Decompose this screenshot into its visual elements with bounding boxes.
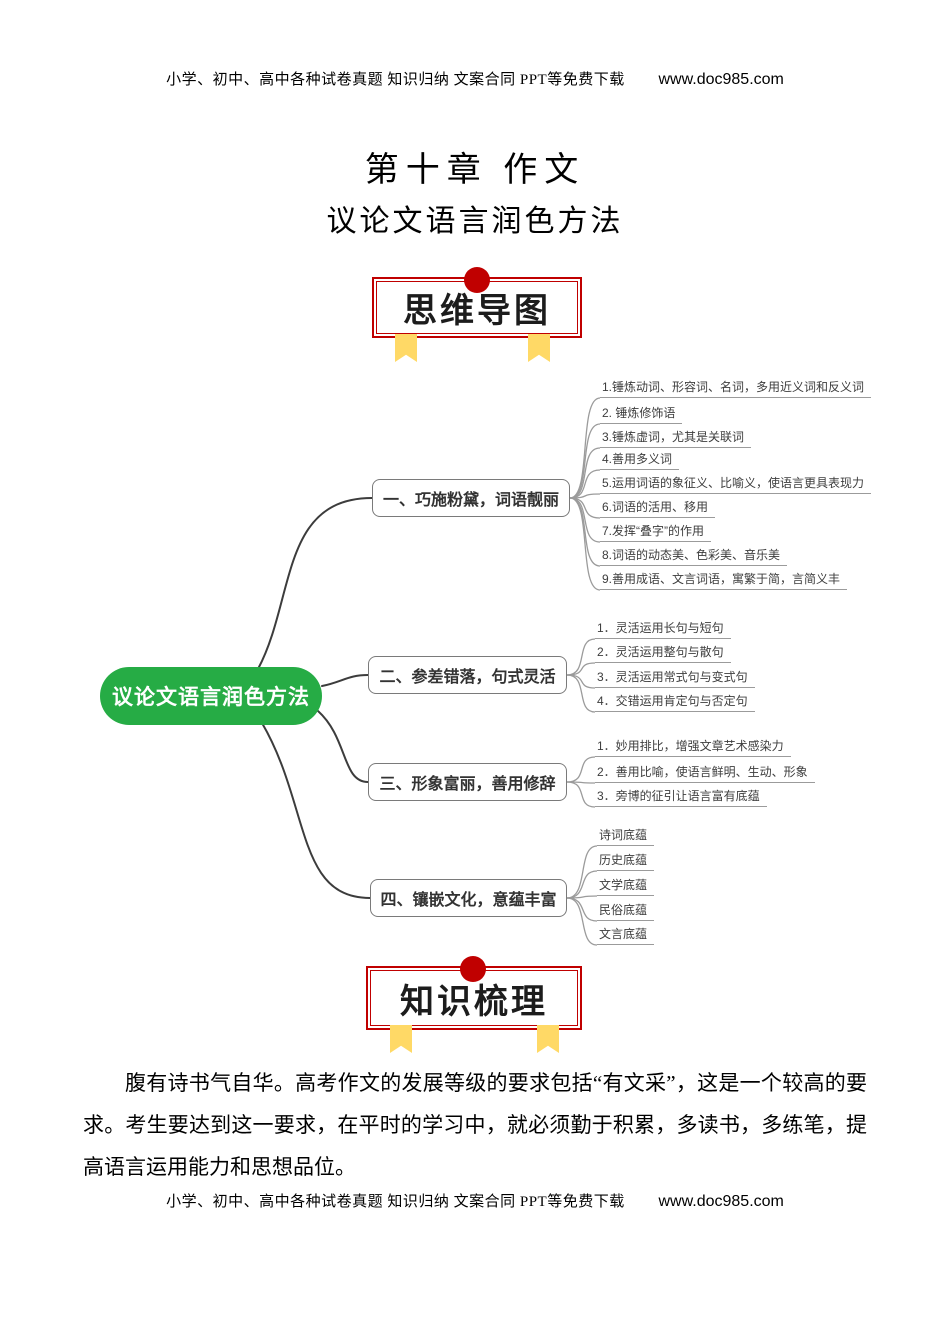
- mindmap-root-node: 议论文语言润色方法: [100, 667, 322, 725]
- mindmap-leaf: 文言底蕴: [597, 926, 655, 945]
- branch-node-2: 二、参差错落，句式灵活: [368, 656, 567, 694]
- mindmap-leaf: 历史底蕴: [597, 852, 655, 871]
- mindmap-leaf: 1.锤炼动词、形容词、名词，多用近义词和反义词: [600, 379, 872, 398]
- mindmap-leaf: 诗词底蕴: [597, 827, 655, 846]
- header-site-link[interactable]: www.doc985.com: [658, 71, 784, 88]
- main-connector-lines: [257, 497, 373, 899]
- mindmap-leaf: 1．灵活运用长句与短句: [595, 620, 731, 639]
- mindmap-banner: 思维导图: [372, 267, 582, 362]
- knowledge-banner: 知识梳理: [366, 956, 582, 1053]
- mindmap-leaf: 3．旁博的征引让语言富有底蕴: [595, 788, 767, 807]
- mindmap-leaf: 民俗底蕴: [597, 902, 655, 921]
- header-promo-text: 小学、初中、高中各种试卷真题 知识归纳 文案合同 PPT等免费下载: [166, 72, 625, 88]
- mindmap-leaf: 9.善用成语、文言词语，寓繁于简，言简义丰: [600, 571, 848, 590]
- branch-node-3: 三、形象富丽，善用修辞: [368, 763, 567, 801]
- branch-node-4: 四、镶嵌文化，意蕴丰富: [370, 879, 567, 917]
- mindmap-connectors: [257, 397, 601, 946]
- mindmap-leaf: 3.锤炼虚词，尤其是关联词: [600, 429, 752, 448]
- mindmap-leaf: 8.词语的动态美、色彩美、音乐美: [600, 547, 788, 566]
- ribbon-icon: [390, 1025, 412, 1053]
- ribbon-icon: [537, 1025, 559, 1053]
- mindmap-banner-label: 思维导图: [403, 292, 551, 330]
- branch-node-1: 一、巧施粉黛，词语靓丽: [372, 479, 570, 517]
- mindmap-leaf: 5.运用词语的象征义、比喻义，使语言更具表现力: [600, 475, 872, 494]
- mindmap-leaf: 2．灵活运用整句与散句: [595, 644, 731, 663]
- page-title: 第十章 作文: [364, 152, 586, 189]
- ribbon-icon: [395, 334, 417, 362]
- mindmap-leaf: 4．交错运用肯定句与否定句: [595, 693, 755, 712]
- mindmap-leaf: 7.发挥“叠字”的作用: [600, 523, 712, 542]
- footer-site-link[interactable]: www.doc985.com: [658, 1193, 784, 1210]
- mindmap-leaf: 2. 锤炼修饰语: [600, 405, 683, 424]
- mindmap-leaf: 文学底蕴: [597, 877, 655, 896]
- mindmap-leaf: 6.词语的活用、移用: [600, 499, 716, 518]
- sub-connector-lines: [566, 397, 601, 946]
- knowledge-banner-label: 知识梳理: [400, 982, 548, 1021]
- mindmap-leaf: 4.善用多义词: [600, 451, 680, 470]
- red-dot-icon: [460, 956, 486, 982]
- ribbon-icon: [528, 334, 550, 362]
- footer-promo-text: 小学、初中、高中各种试卷真题 知识归纳 文案合同 PPT等免费下载: [166, 1194, 625, 1210]
- red-dot-icon: [464, 267, 490, 293]
- page-header: 小学、初中、高中各种试卷真题 知识归纳 文案合同 PPT等免费下载 www.do…: [0, 68, 950, 89]
- intro-paragraph: 腹有诗书气自华。高考作文的发展等级的要求包括“有文采”，这是一个较高的要求。考生…: [83, 1071, 867, 1179]
- mindmap-leaf: 1．妙用排比，增强文章艺术感染力: [595, 738, 791, 757]
- page-footer: 小学、初中、高中各种试卷真题 知识归纳 文案合同 PPT等免费下载 www.do…: [0, 1190, 950, 1211]
- mindmap-leaf: 3．灵活运用常式句与变式句: [595, 669, 755, 688]
- mindmap-leaf: 2．善用比喻，使语言鲜明、生动、形象: [595, 764, 815, 783]
- mindmap-figure: 议论文语言润色方法 一、巧施粉黛，词语靓丽 二、参差错落，句式灵活 三、形象富丽…: [0, 370, 950, 965]
- page-subtitle: 议论文语言润色方法: [326, 205, 624, 238]
